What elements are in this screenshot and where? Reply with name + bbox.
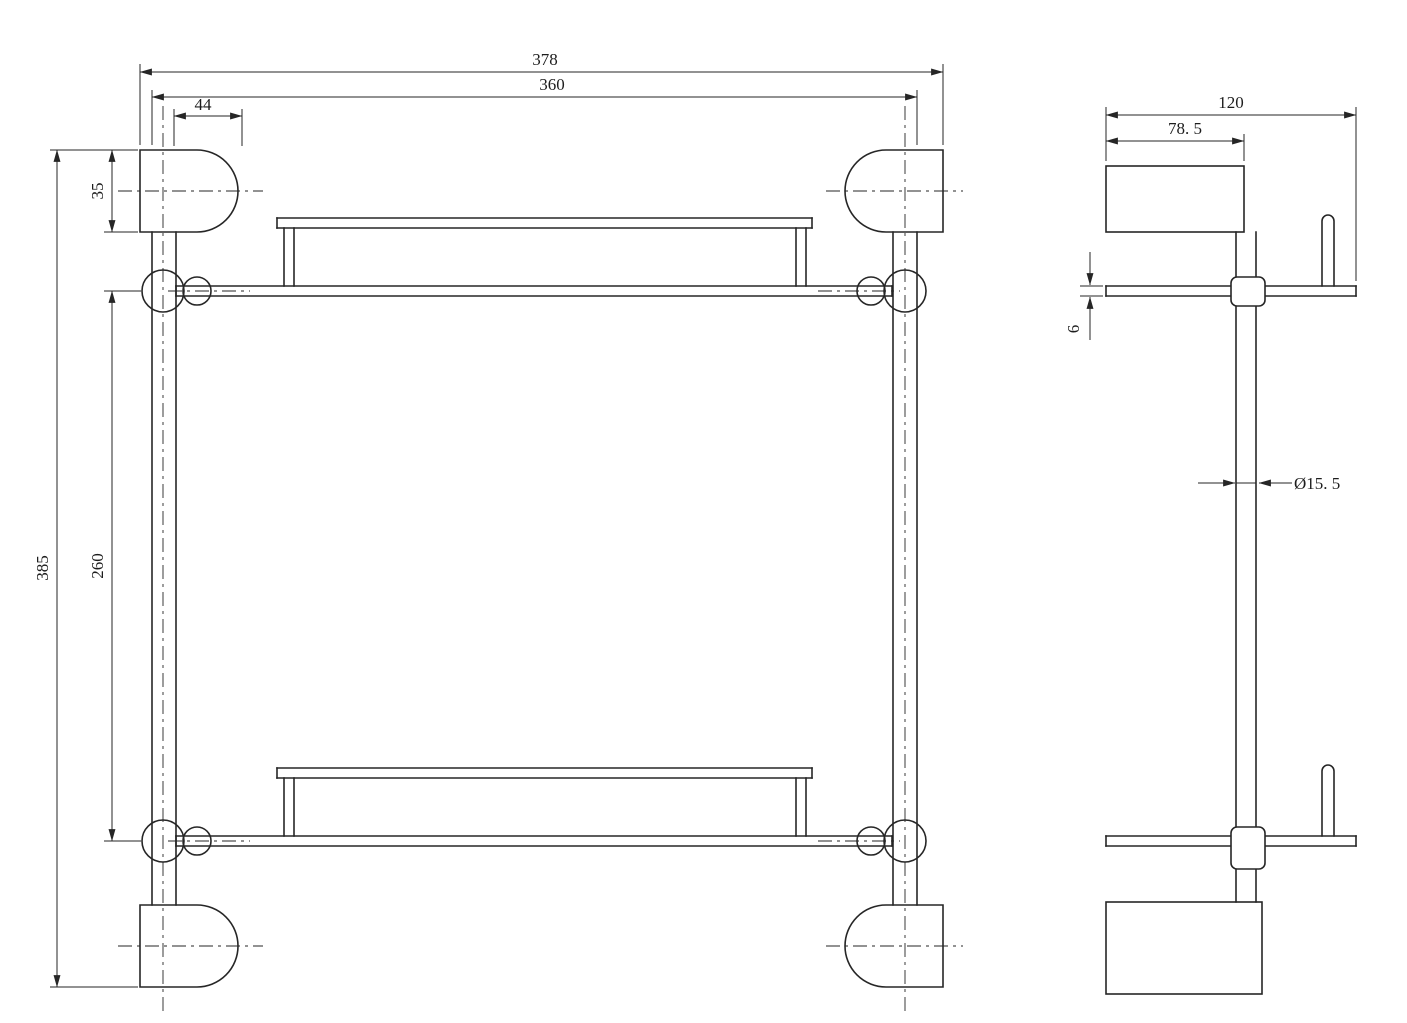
side-upper-rail-post xyxy=(1321,214,1335,287)
bottom-left-cap xyxy=(139,904,239,988)
side-view: 120 78. 5 6 Ø15. 5 xyxy=(1064,93,1357,995)
dim-cap-height: 35 xyxy=(88,149,138,233)
upper-left-clamp-lobe xyxy=(182,276,212,306)
lower-left-clamp xyxy=(141,819,185,863)
upper-rail xyxy=(276,217,813,287)
dim-bracket-depth-label: 78. 5 xyxy=(1168,119,1202,138)
dim-overall-depth-label: 120 xyxy=(1218,93,1244,112)
upper-shelf xyxy=(175,285,893,297)
dim-overall-height-label: 385 xyxy=(33,555,52,581)
upper-right-clamp xyxy=(883,269,927,313)
centerlines xyxy=(118,106,963,1012)
dim-overall-width-label: 378 xyxy=(532,50,558,69)
dim-cap-width-label: 44 xyxy=(195,95,213,114)
dim-post-diameter: Ø15. 5 xyxy=(1198,474,1340,493)
upper-right-clamp-lobe xyxy=(856,276,886,306)
lower-rail xyxy=(276,767,813,837)
lower-right-clamp-lobe xyxy=(856,826,886,856)
bottom-right-cap xyxy=(844,904,944,988)
dim-overall-depth: 120 xyxy=(1105,93,1357,281)
dim-shelf-spacing-label: 260 xyxy=(88,553,107,579)
side-top-bracket xyxy=(1105,165,1245,233)
dim-post-diameter-label: Ø15. 5 xyxy=(1294,474,1340,493)
right-post xyxy=(892,231,918,906)
lower-shelf xyxy=(175,835,893,847)
dim-glass-thickness: 6 xyxy=(1064,252,1103,340)
dim-cap-width: 44 xyxy=(173,95,243,146)
dim-overall-height: 385 xyxy=(33,149,138,988)
dim-cap-height-label: 35 xyxy=(88,183,107,200)
side-upper-shelf xyxy=(1105,214,1357,307)
side-lower-shelf xyxy=(1105,764,1357,870)
side-bottom-bracket xyxy=(1105,901,1263,995)
lower-right-clamp xyxy=(883,819,927,863)
dim-glass-thickness-label: 6 xyxy=(1064,325,1083,334)
front-view: 378 360 44 35 385 xyxy=(33,50,963,1012)
dim-mount-span-label: 360 xyxy=(539,75,565,94)
shelf-clamps xyxy=(141,269,927,863)
side-upper-clamp xyxy=(1230,276,1266,307)
side-post xyxy=(1235,231,1257,903)
lower-left-clamp-lobe xyxy=(182,826,212,856)
dim-shelf-spacing: 260 xyxy=(88,290,141,842)
side-lower-clamp xyxy=(1230,826,1266,870)
top-right-cap xyxy=(844,149,944,233)
upper-left-clamp xyxy=(141,269,185,313)
dim-overall-width: 378 xyxy=(139,50,944,145)
side-lower-rail-post xyxy=(1321,764,1335,837)
dim-bracket-depth: 78. 5 xyxy=(1105,119,1245,161)
top-left-cap xyxy=(139,149,239,233)
end-caps xyxy=(139,149,944,988)
dim-mount-span: 360 xyxy=(151,75,918,145)
left-post xyxy=(151,231,177,906)
